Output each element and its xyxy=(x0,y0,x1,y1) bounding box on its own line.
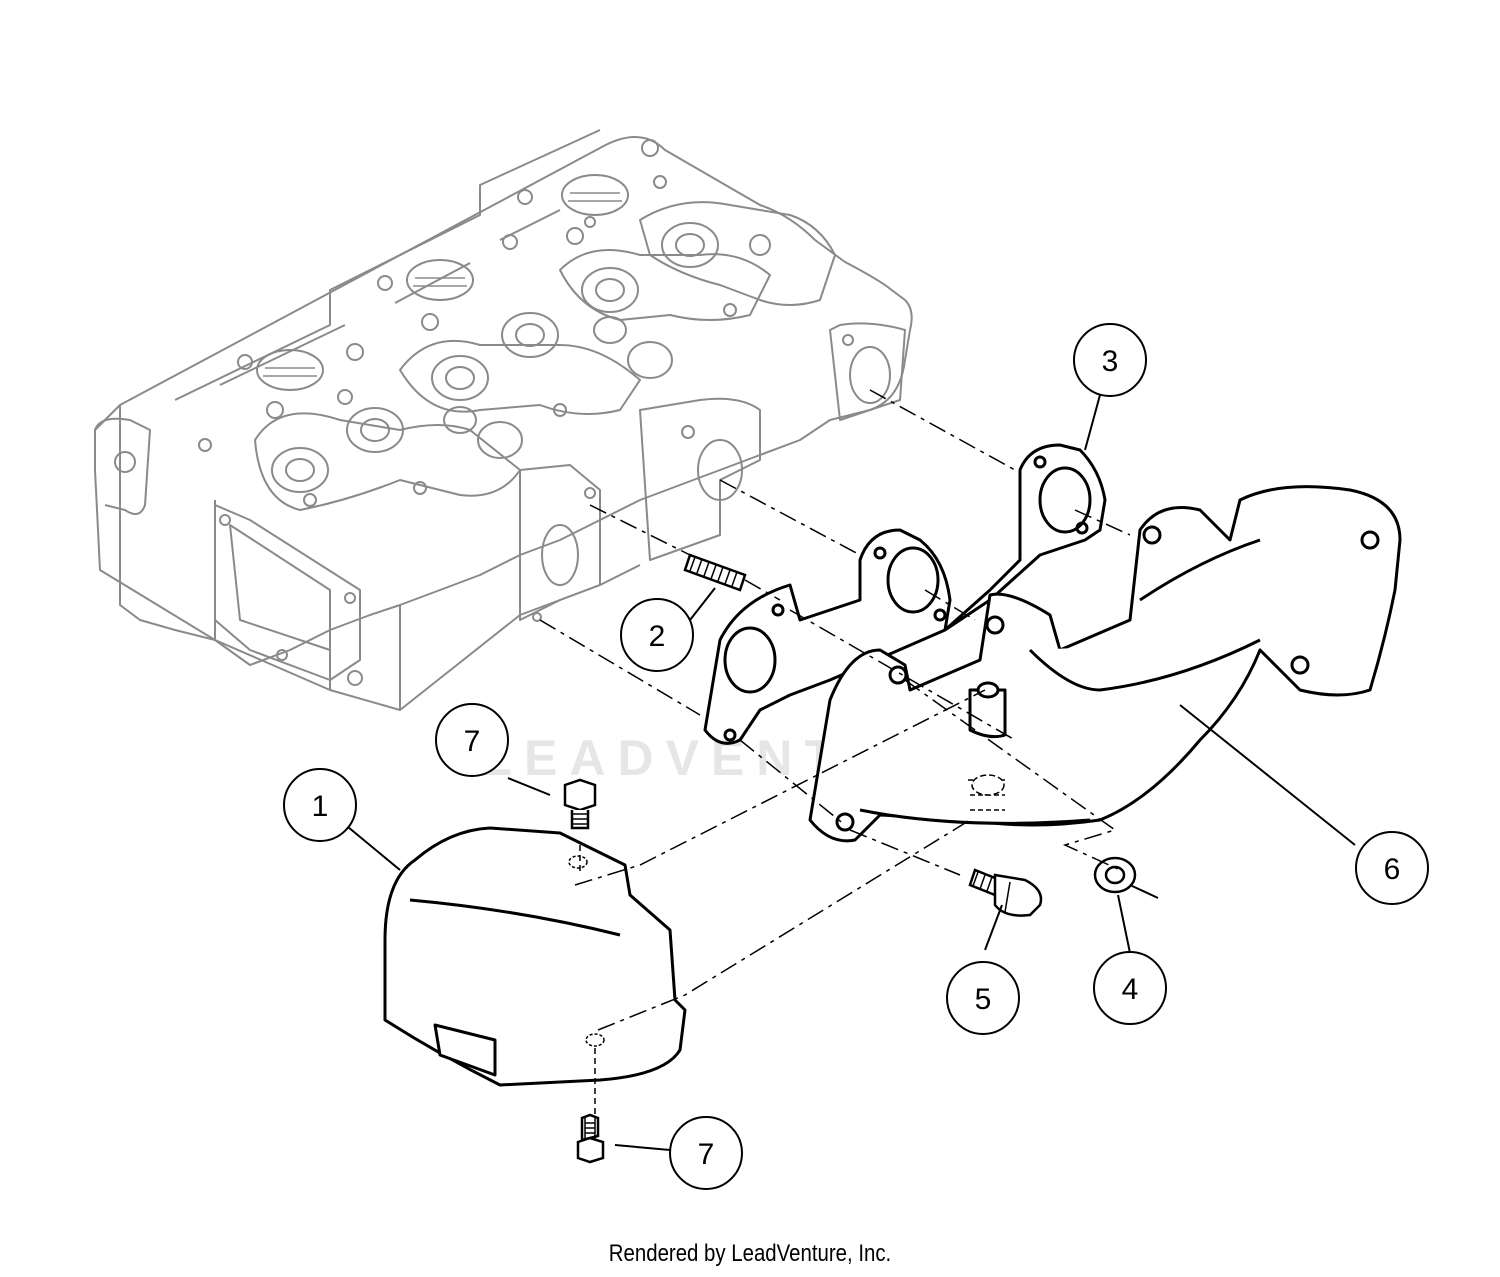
flange-screw xyxy=(968,868,1043,917)
callout-circle xyxy=(1355,831,1429,905)
heat-shield xyxy=(383,826,687,1087)
callout-label: 7 xyxy=(464,725,481,758)
cap-screw-bottom xyxy=(576,1113,605,1164)
callout-label: 4 xyxy=(1122,973,1139,1006)
callout-7-top: 7 xyxy=(435,703,509,777)
callout-circle xyxy=(946,961,1020,1035)
footer-credit: Rendered by LeadVenture, Inc. xyxy=(608,1240,892,1267)
callout-2: 2 xyxy=(620,598,694,672)
callout-6: 6 xyxy=(1355,831,1429,905)
callout-label: 2 xyxy=(649,620,666,653)
callout-3: 3 xyxy=(1073,323,1147,397)
callout-label: 6 xyxy=(1384,853,1401,886)
callout-circle xyxy=(669,1116,743,1190)
cap-screw-top xyxy=(563,778,597,830)
callout-1: 1 xyxy=(283,768,357,842)
callout-circle xyxy=(1073,323,1147,397)
cylinder-head xyxy=(94,129,913,711)
callout-leaders xyxy=(347,394,1356,1151)
flange-nut xyxy=(1093,856,1159,899)
callout-circle xyxy=(435,703,509,777)
callout-circle xyxy=(620,598,694,672)
callout-circle xyxy=(283,768,357,842)
callout-label: 7 xyxy=(698,1138,715,1171)
callout-7-bottom: 7 xyxy=(669,1116,743,1190)
callout-label: 3 xyxy=(1102,345,1119,378)
stud xyxy=(683,553,747,592)
callout-4: 4 xyxy=(1093,951,1167,1025)
callout-circle xyxy=(1093,951,1167,1025)
exhaust-manifold xyxy=(808,485,1402,843)
callout-5: 5 xyxy=(946,961,1020,1035)
explode-lines xyxy=(539,389,1131,1115)
callout-label: 5 xyxy=(975,983,992,1016)
exhaust-gasket xyxy=(703,443,1107,745)
callout-label: 1 xyxy=(312,790,329,823)
